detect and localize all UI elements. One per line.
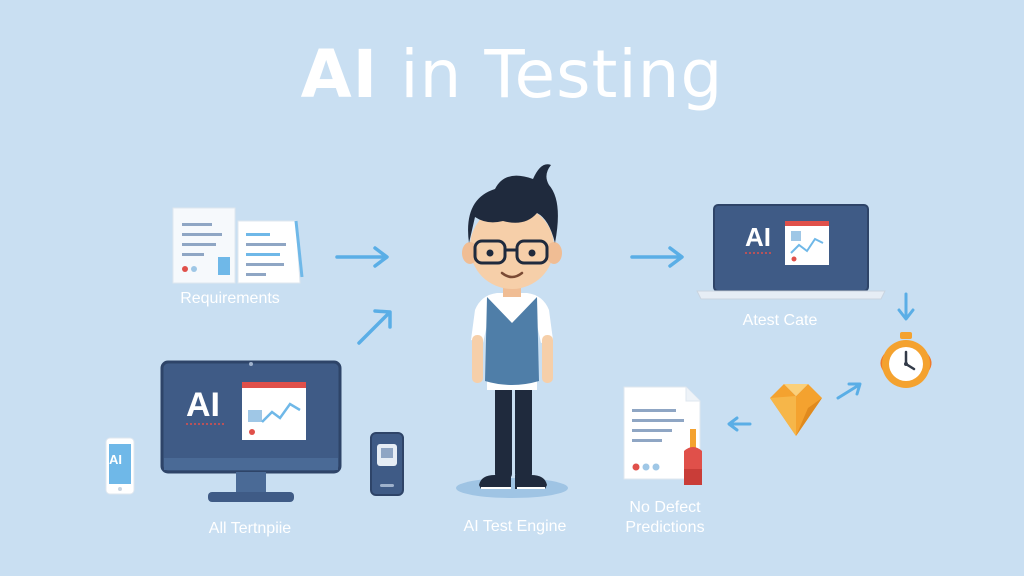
gem-icon <box>770 384 822 436</box>
desktop-monitor-icon <box>160 360 342 502</box>
test-cases-label: Atest Cate <box>742 312 818 329</box>
requirements-documents-icon <box>172 207 304 284</box>
smartphone-icon <box>105 437 135 495</box>
laptop-icon <box>696 204 886 300</box>
all-techniques-label: All Tertnpiie <box>208 520 292 537</box>
title-bold: AI <box>300 36 379 113</box>
arrow-up-right-icon <box>357 309 392 345</box>
ai-test-engine-label: AI Test Engine <box>463 518 567 535</box>
arrow-left-icon <box>727 416 752 432</box>
defect-report-document-icon <box>623 386 702 485</box>
arrow-right-icon <box>630 246 684 268</box>
defect-predictions-line-1: No Defect <box>629 499 701 516</box>
laptop-screen-text: AI <box>745 222 771 252</box>
tester-character-illustration <box>456 164 568 498</box>
arrow-down-icon <box>897 292 915 321</box>
mobile-device-icon <box>370 432 404 496</box>
defect-predictions-label: No Defect Predictions <box>605 498 725 538</box>
stopwatch-icon <box>880 332 932 388</box>
arrow-up-right-icon <box>836 382 862 400</box>
defect-predictions-line-2: Predictions <box>625 519 705 536</box>
diagram-title: AI in Testing <box>0 36 1024 113</box>
phone-screen-text: AI <box>109 452 122 467</box>
monitor-screen-text: AI <box>186 386 220 424</box>
arrow-right-icon <box>335 246 389 268</box>
title-rest: in Testing <box>378 36 724 113</box>
requirements-label: Requirements <box>180 290 280 307</box>
